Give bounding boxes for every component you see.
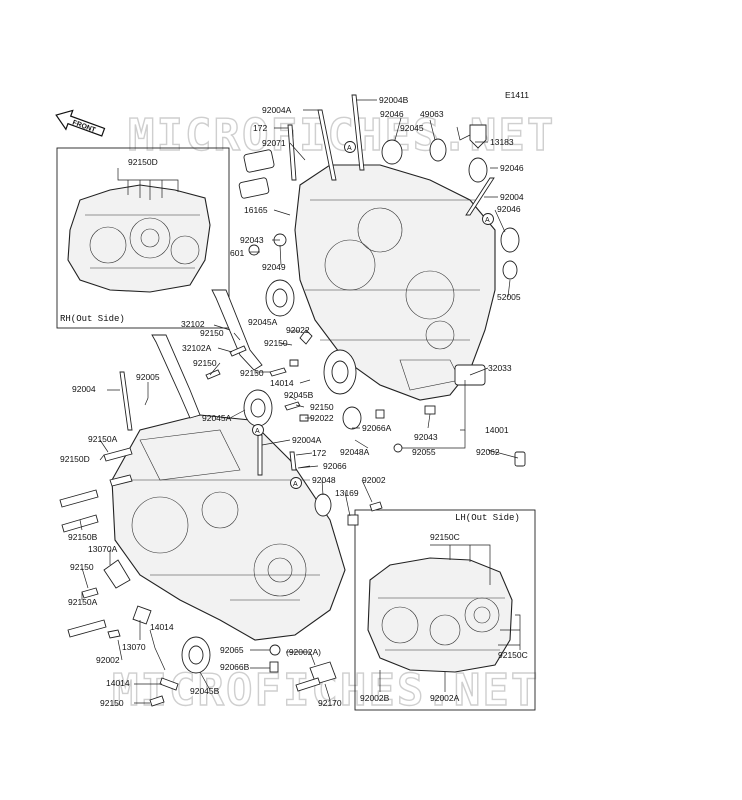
part-label: 92048A bbox=[340, 447, 370, 457]
part-label: 32102 bbox=[181, 319, 205, 329]
part-label: 13183 bbox=[490, 137, 514, 147]
part-label: 92150D bbox=[60, 454, 90, 464]
part-label: 92045A bbox=[202, 413, 232, 423]
part-label: 92066A bbox=[362, 423, 392, 433]
part-label: 13070 bbox=[122, 642, 146, 652]
part-label: 92002 bbox=[362, 475, 386, 485]
part-label: (92002A) bbox=[286, 647, 321, 657]
lh-part-label-bottom-left: 92002B bbox=[360, 693, 390, 703]
rh-inset-title: RH(Out Side) bbox=[60, 314, 125, 324]
part-label: 92066B bbox=[220, 662, 250, 672]
part-label: 14001 bbox=[485, 425, 509, 435]
part-label: 92043 bbox=[240, 235, 264, 245]
bolts bbox=[59, 329, 383, 707]
svg-text:A: A bbox=[255, 428, 260, 435]
part-label: 92004 bbox=[72, 384, 96, 394]
part-label: 92046 bbox=[500, 163, 524, 173]
svg-text:A: A bbox=[485, 217, 490, 224]
part-label: 92066 bbox=[323, 461, 347, 471]
part-label: 14014 bbox=[106, 678, 130, 688]
part-label: 14014 bbox=[270, 378, 294, 388]
part-label: 92045B bbox=[190, 686, 220, 696]
watermark-top: MICROFICHES.NET bbox=[128, 110, 555, 161]
part-label: 92150 bbox=[70, 562, 94, 572]
part-label: 92004A bbox=[292, 435, 322, 445]
part-label: 92005 bbox=[136, 372, 160, 382]
part-label: 172 bbox=[253, 123, 267, 133]
part-label: 92049 bbox=[262, 262, 286, 272]
part-label: 32033 bbox=[488, 363, 512, 373]
part-label: 92004B bbox=[379, 95, 409, 105]
studs bbox=[119, 94, 495, 476]
part-label: 92150 bbox=[200, 328, 224, 338]
part-label: 92004A bbox=[262, 105, 292, 115]
part-labels: 92004A 92004B 172 92071 92046 49063 9204… bbox=[60, 95, 524, 708]
part-label: 92150B bbox=[68, 532, 98, 542]
part-label: 14014 bbox=[150, 622, 174, 632]
part-label: 92045 bbox=[400, 123, 424, 133]
part-label: 92022 bbox=[286, 325, 310, 335]
part-label: 601 bbox=[230, 248, 244, 258]
diagram-code: E1411 bbox=[505, 90, 529, 100]
part-label: 92045A bbox=[248, 317, 278, 327]
lower-crankcase bbox=[111, 414, 346, 641]
part-label: 92002 bbox=[96, 655, 120, 665]
lh-inset: 92150C 92150C 92002B 92002A LH(Out Side) bbox=[354, 509, 536, 711]
part-label: 92170 bbox=[318, 698, 342, 708]
part-label: 16165 bbox=[244, 205, 268, 215]
part-label: 92062 bbox=[476, 447, 500, 457]
part-label: 92045B bbox=[284, 390, 314, 400]
part-label: 92150 bbox=[310, 402, 334, 412]
part-label: 49063 bbox=[420, 109, 444, 119]
part-label: 92004 bbox=[500, 192, 524, 202]
rh-inset: 92150D RH(Out Side) bbox=[56, 147, 230, 329]
part-label: 92150 bbox=[100, 698, 124, 708]
part-label: 92071 bbox=[262, 138, 286, 148]
part-label: 32102A bbox=[182, 343, 212, 353]
part-label: 92046 bbox=[497, 204, 521, 214]
bearings bbox=[103, 124, 526, 685]
rh-part-label: 92150D bbox=[128, 157, 158, 167]
lh-part-label-right: 92150C bbox=[498, 650, 528, 660]
part-label: 92046 bbox=[380, 109, 404, 119]
part-label: 52005 bbox=[497, 292, 521, 302]
lh-part-label-top: 92150C bbox=[430, 532, 460, 542]
part-label: 92150A bbox=[88, 434, 118, 444]
part-label: 92022 bbox=[310, 413, 334, 423]
lh-inset-title: LH(Out Side) bbox=[455, 513, 520, 523]
part-label: 92150 bbox=[240, 368, 264, 378]
part-label: 92055 bbox=[412, 447, 436, 457]
ref-marker-a: A A A A bbox=[252, 141, 494, 489]
leader-lines bbox=[79, 99, 519, 704]
part-label: 92150 bbox=[264, 338, 288, 348]
part-label: 92150A bbox=[68, 597, 98, 607]
svg-text:A: A bbox=[293, 481, 298, 488]
part-label: 92048 bbox=[312, 475, 336, 485]
part-label: 13169 bbox=[335, 488, 359, 498]
part-label: 92150 bbox=[193, 358, 217, 368]
front-arrow-icon: FRONT bbox=[55, 109, 106, 137]
part-label: 13070A bbox=[88, 544, 118, 554]
part-label: 172 bbox=[312, 448, 326, 458]
lh-part-label-bottom-right: 92002A bbox=[430, 693, 460, 703]
part-label: 92043 bbox=[414, 432, 438, 442]
svg-text:A: A bbox=[347, 145, 352, 152]
part-label: 92065 bbox=[220, 645, 244, 655]
